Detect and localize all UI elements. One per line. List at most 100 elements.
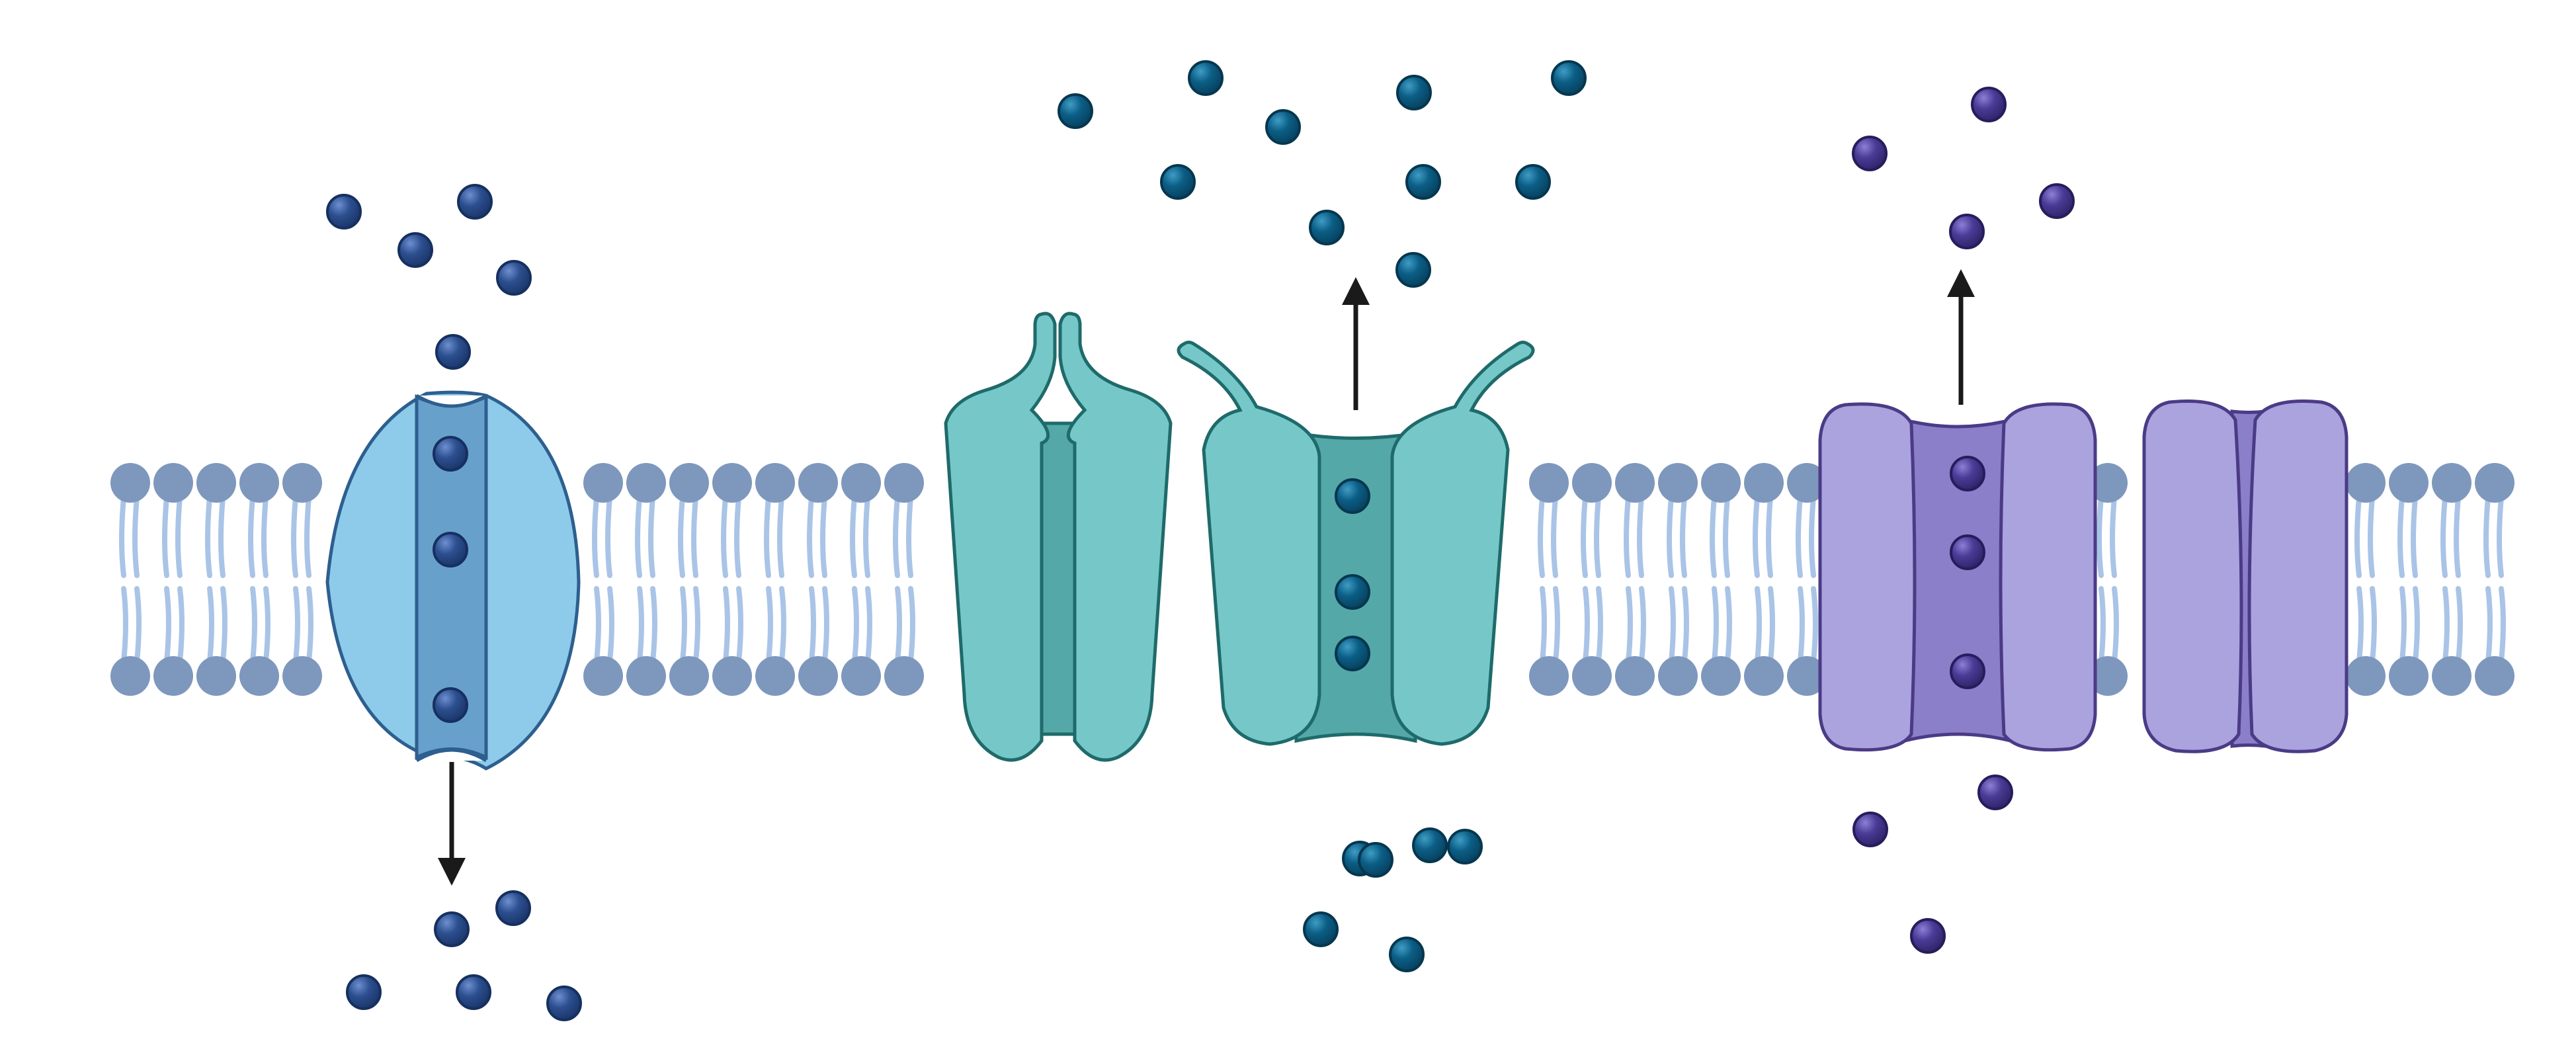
gated-channel-open-right-subunit bbox=[1390, 341, 1535, 746]
blue-ion bbox=[457, 184, 493, 220]
lipid-tail bbox=[1667, 495, 1674, 578]
lipid-head bbox=[153, 656, 193, 696]
lipid-tail bbox=[261, 495, 269, 578]
lipid-tail bbox=[1594, 495, 1601, 578]
lipid-tail bbox=[304, 495, 312, 578]
lipid-head bbox=[2432, 463, 2472, 503]
lipid-head bbox=[1658, 463, 1698, 503]
teal-ion bbox=[1188, 60, 1224, 96]
lipid-head bbox=[841, 463, 881, 503]
lipid-tail bbox=[306, 586, 313, 664]
lipid-tail bbox=[2499, 586, 2506, 664]
purple-ion bbox=[1977, 775, 2013, 810]
lipid-tail bbox=[2098, 586, 2106, 664]
lipid-tail bbox=[2112, 586, 2119, 664]
lipid-head bbox=[2432, 656, 2472, 696]
lipid-head bbox=[2475, 656, 2514, 696]
purple-channel-closed-right-subunit bbox=[2247, 399, 2348, 753]
phospholipid-bilayer bbox=[110, 463, 2514, 696]
lipid-tail bbox=[177, 586, 185, 664]
lipid-tail bbox=[2370, 586, 2377, 664]
lipid-tail bbox=[779, 586, 786, 664]
blue-ion bbox=[346, 974, 382, 1010]
lipid-tail bbox=[1639, 586, 1646, 664]
lipid-heads bbox=[110, 463, 2514, 696]
lipid-head bbox=[712, 463, 752, 503]
blue-ion bbox=[496, 260, 532, 296]
lipid-head bbox=[1744, 463, 1784, 503]
purple-channel-closed-left-subunit bbox=[2142, 399, 2243, 753]
ions bbox=[326, 60, 2075, 1021]
purple-ion bbox=[1852, 136, 1888, 171]
purple-channel-open-left-subunit bbox=[1818, 402, 1917, 752]
purple-ion bbox=[1950, 534, 1985, 570]
lipid-tail bbox=[291, 495, 298, 578]
blue-ion bbox=[397, 232, 433, 268]
lipid-tail bbox=[2413, 586, 2420, 664]
lipid-head bbox=[2346, 656, 2386, 696]
lipid-tail bbox=[2397, 495, 2405, 578]
lipid-tail bbox=[895, 586, 902, 664]
lipid-tail bbox=[1811, 586, 1818, 664]
lipid-tail bbox=[723, 586, 730, 664]
lipid-tail bbox=[132, 495, 140, 578]
purple-ion bbox=[1852, 812, 1888, 847]
purple-ion bbox=[1949, 214, 1985, 249]
purple-ion bbox=[1950, 653, 1985, 689]
lipid-head bbox=[2475, 463, 2514, 503]
lipid-tail bbox=[1723, 495, 1730, 578]
purple-ion bbox=[1971, 87, 2007, 122]
lipid-tail bbox=[2354, 495, 2362, 578]
lipid-tail bbox=[863, 495, 870, 578]
teal-ion bbox=[1389, 937, 1425, 972]
lipid-tail bbox=[766, 586, 773, 664]
lipid-tail bbox=[2485, 586, 2493, 664]
lipid-tail bbox=[1798, 586, 1805, 664]
lipid-tail bbox=[680, 586, 687, 664]
lipid-head bbox=[153, 463, 193, 503]
lipid-head bbox=[2088, 463, 2128, 503]
lipid-tail bbox=[1768, 586, 1775, 664]
gated-channel-closed-right-subunit bbox=[1058, 312, 1173, 762]
lipid-tail bbox=[822, 586, 829, 664]
lipid-head bbox=[755, 656, 795, 696]
lipid-tail bbox=[1710, 495, 1717, 578]
lipid-head bbox=[583, 656, 623, 696]
teal-ion bbox=[1058, 93, 1093, 129]
teal-ion bbox=[1265, 109, 1301, 145]
lipid-head bbox=[1744, 656, 1784, 696]
lipid-head bbox=[1701, 463, 1741, 503]
lipid-tail bbox=[2368, 495, 2375, 578]
gated-channel-closed-left-subunit bbox=[944, 312, 1057, 762]
lipid-tail bbox=[121, 586, 128, 664]
lipid-head bbox=[1787, 656, 1827, 696]
lipid-tail bbox=[607, 586, 614, 664]
lipid-tail bbox=[764, 495, 771, 578]
lipid-tail bbox=[218, 495, 226, 578]
lipid-tail bbox=[777, 495, 784, 578]
lipid-head bbox=[2346, 463, 2386, 503]
lipid-head bbox=[884, 656, 924, 696]
lipid-head bbox=[196, 463, 236, 503]
blue-ion bbox=[433, 687, 468, 723]
lipid-tail bbox=[809, 586, 816, 664]
lipid-tail bbox=[1596, 586, 1603, 664]
lipid-tail bbox=[1796, 495, 1803, 578]
blue-ion bbox=[433, 436, 468, 472]
teal-ion bbox=[1412, 827, 1448, 863]
carrier-protein-bottom-opening bbox=[415, 748, 487, 763]
blue-ion bbox=[546, 986, 582, 1021]
lipid-tail bbox=[1581, 495, 1588, 578]
lipid-head bbox=[841, 656, 881, 696]
lipid-head bbox=[239, 463, 279, 503]
lipid-tail bbox=[820, 495, 827, 578]
lipid-tail bbox=[1626, 586, 1633, 664]
lipid-head bbox=[755, 463, 795, 503]
lipid-tail bbox=[807, 495, 814, 578]
lipid-tail bbox=[205, 495, 212, 578]
lipid-tail bbox=[250, 586, 257, 664]
lipid-tail bbox=[1624, 495, 1631, 578]
lipid-tail bbox=[648, 495, 655, 578]
lipid-tail bbox=[1538, 495, 1545, 578]
lipid-head bbox=[2389, 656, 2429, 696]
